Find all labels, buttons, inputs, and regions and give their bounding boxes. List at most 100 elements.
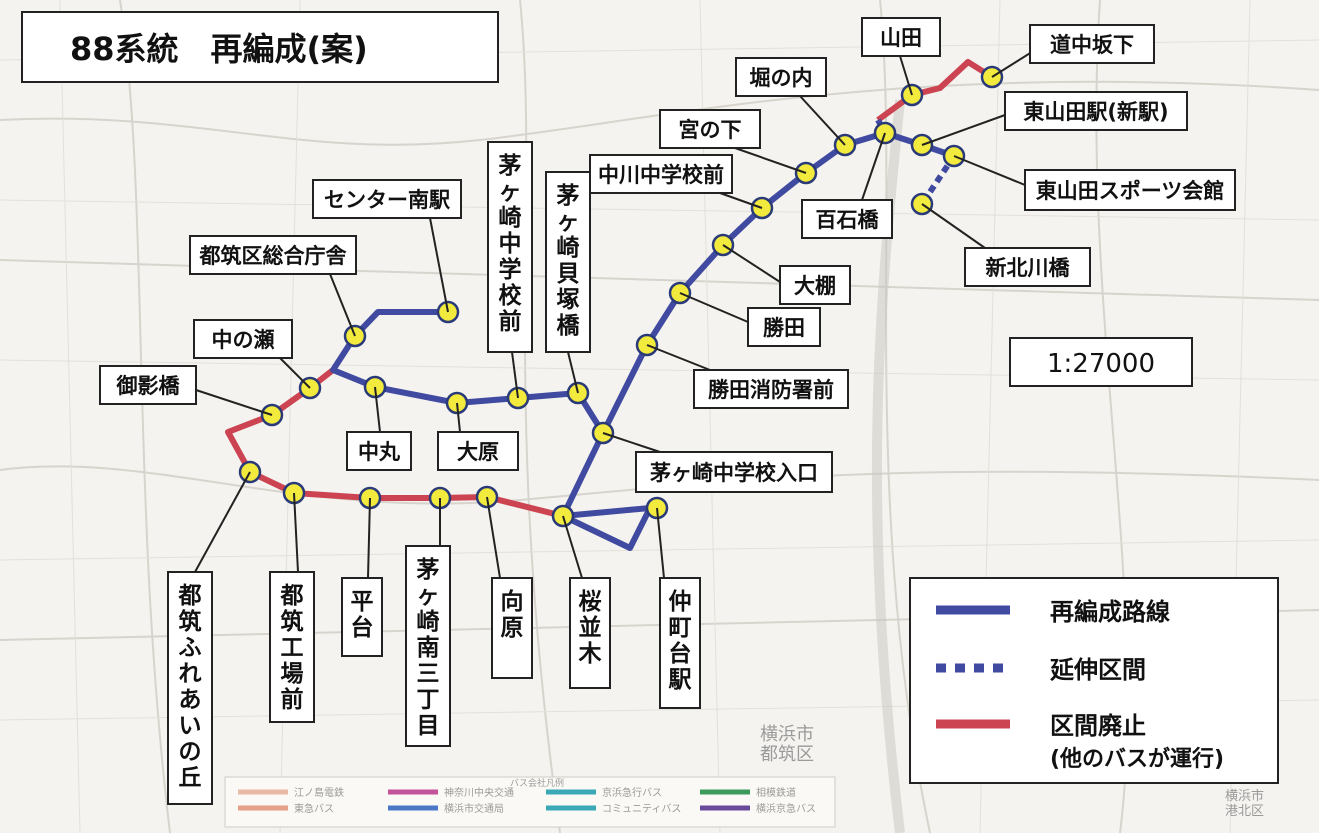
callout-leader-4 bbox=[719, 192, 763, 209]
callout-leader-20 bbox=[567, 351, 579, 394]
stop-label-9: 百石橋 bbox=[801, 199, 893, 239]
callout-leader-14 bbox=[329, 273, 356, 337]
ward-label-kohoku-line-2: 港北区 bbox=[1225, 804, 1264, 819]
stop-label-15: 中の瀬 bbox=[193, 319, 293, 359]
stop-name-2: 堀の内 bbox=[750, 66, 813, 90]
ward-label-tsuzuki-line-1: 横浜市 bbox=[760, 724, 814, 745]
stop-label-14: 都筑区総合庁舎 bbox=[189, 235, 357, 275]
stop-label-13: センター南駅 bbox=[312, 179, 462, 219]
callout-leader-5 bbox=[722, 244, 781, 283]
stop-name-24: 茅ヶ崎南三丁目 bbox=[417, 557, 440, 739]
callout-leader-10 bbox=[921, 114, 1006, 146]
stop-label-27: 仲町台駅 bbox=[659, 577, 701, 709]
stop-label-5: 大棚 bbox=[779, 265, 851, 305]
callout-leader-3 bbox=[734, 147, 807, 174]
callout-leader-17 bbox=[374, 386, 381, 433]
legend-label-extension: 延伸区間 bbox=[1049, 656, 1146, 684]
ward-label-kohoku-line-1: 横浜市 bbox=[1225, 788, 1264, 804]
callout-leader-7 bbox=[646, 344, 711, 371]
stop-name-27: 仲町台駅 bbox=[669, 588, 692, 693]
bus-company-label-4: 京浜急行バス bbox=[602, 786, 662, 799]
stop-name-9: 百石橋 bbox=[816, 208, 880, 232]
callout-leader-27 bbox=[656, 507, 665, 579]
stop-label-12: 新北川橋 bbox=[964, 247, 1091, 287]
callout-leader-18 bbox=[456, 402, 461, 433]
stop-label-11: 東山田スポーツ会館 bbox=[1024, 169, 1236, 211]
stop-name-15: 中の瀬 bbox=[212, 328, 275, 352]
bus-company-label-0: 江ノ島電鉄 bbox=[294, 786, 344, 799]
stop-name-26: 桜並木 bbox=[578, 589, 602, 667]
stop-label-26: 桜並木 bbox=[569, 577, 611, 689]
stop-name-3: 宮の下 bbox=[679, 118, 742, 142]
bus-stops bbox=[238, 65, 1004, 528]
stop-name-4: 中川中学校前 bbox=[598, 163, 724, 187]
callout-leader-6 bbox=[679, 292, 749, 323]
stop-name-18: 大原 bbox=[457, 440, 499, 464]
stop-label-18: 大原 bbox=[437, 431, 519, 471]
stop-label-6: 勝田 bbox=[747, 307, 821, 347]
callout-leader-8 bbox=[602, 432, 661, 453]
stop-label-8: 茅ヶ崎中学校入口 bbox=[635, 451, 833, 493]
stop-name-20: 茅ヶ崎貝塚橋 bbox=[557, 183, 581, 339]
stop-name-23: 平台 bbox=[351, 589, 374, 641]
stop-label-21: 都筑ふれあいの丘 bbox=[167, 571, 213, 805]
callout-leader-12 bbox=[921, 203, 986, 249]
stop-label-1: 山田 bbox=[861, 17, 941, 57]
bus-company-label-2: 神奈川中央交通 bbox=[444, 786, 514, 799]
stop-name-14: 都筑区総合庁舎 bbox=[199, 244, 348, 268]
map-title: 88系統 再編成(案) bbox=[70, 30, 368, 68]
stop-name-19: 茅ヶ崎中学校前 bbox=[499, 153, 523, 335]
stop-label-20: 茅ヶ崎貝塚橋 bbox=[545, 171, 591, 353]
stop-label-7: 勝田消防署前 bbox=[693, 369, 849, 409]
stop-label-4: 中川中学校前 bbox=[589, 154, 733, 194]
bus-company-label-7: 横浜京急バス bbox=[756, 802, 816, 815]
callout-leader-23 bbox=[367, 497, 371, 579]
legend-label-abolished: 区間廃止 bbox=[1050, 712, 1146, 740]
stop-label-23: 平台 bbox=[341, 577, 383, 657]
ward-label-tsuzuki-line-2: 都筑区 bbox=[760, 744, 814, 765]
stop-label-17: 中丸 bbox=[346, 431, 412, 471]
stop-name-7: 勝田消防署前 bbox=[708, 378, 834, 402]
stop-name-12: 新北川橋 bbox=[986, 256, 1071, 280]
callout-leader-0 bbox=[991, 49, 1036, 78]
callout-leader-21 bbox=[194, 471, 251, 573]
stop-name-11: 東山田スポーツ会館 bbox=[1036, 179, 1225, 203]
ward-label-kohoku: 横浜市港北区 bbox=[1225, 788, 1264, 819]
bus-company-label-3: 横浜市交通局 bbox=[444, 802, 504, 815]
callout-leader-22 bbox=[293, 492, 299, 573]
callout-leader-25 bbox=[486, 496, 501, 579]
stop-name-5: 大棚 bbox=[794, 274, 836, 298]
stop-name-6: 勝田 bbox=[763, 316, 805, 340]
stop-name-21: 都筑ふれあいの丘 bbox=[178, 583, 202, 791]
callout-leader-19 bbox=[511, 351, 519, 399]
stop-name-8: 茅ヶ崎中学校入口 bbox=[650, 461, 818, 485]
callout-leader-11 bbox=[953, 155, 1026, 186]
legend-note: (他のバスが運行) bbox=[1050, 746, 1224, 772]
legend-box: 再編成路線 延伸区間 区間廃止 (他のバスが運行) bbox=[909, 577, 1279, 784]
stop-name-17: 中丸 bbox=[358, 440, 401, 464]
legend-label-new: 再編成路線 bbox=[1050, 598, 1170, 626]
bus-company-label-6: 相模鉄道 bbox=[756, 786, 796, 799]
callout-leader-15 bbox=[279, 357, 311, 389]
stop-label-0: 道中坂下 bbox=[1029, 24, 1155, 64]
stop-label-2: 堀の内 bbox=[735, 57, 827, 97]
scale-label: 1:27000 bbox=[1047, 349, 1155, 379]
stop-label-16: 御影橋 bbox=[99, 365, 197, 405]
route-abolished-west bbox=[225, 367, 564, 519]
stop-label-10: 東山田駅(新駅) bbox=[1004, 91, 1188, 131]
stop-name-25: 向原 bbox=[501, 588, 524, 641]
stop-label-22: 都筑工場前 bbox=[269, 571, 315, 723]
stop-label-3: 宮の下 bbox=[659, 109, 761, 149]
callout-leader-9 bbox=[861, 132, 886, 201]
callout-leader-16 bbox=[195, 389, 273, 416]
stop-label-24: 茅ヶ崎南三丁目 bbox=[405, 545, 451, 747]
stop-name-16: 御影橋 bbox=[116, 374, 181, 398]
stop-name-0: 道中坂下 bbox=[1050, 33, 1134, 57]
stop-name-13: センター南駅 bbox=[324, 188, 451, 212]
ward-label-tsuzuki: 横浜市都筑区 bbox=[760, 724, 814, 765]
stop-label-19: 茅ヶ崎中学校前 bbox=[487, 141, 533, 353]
stop-name-1: 山田 bbox=[880, 26, 922, 50]
bus-company-label-1: 東急バス bbox=[294, 802, 334, 815]
